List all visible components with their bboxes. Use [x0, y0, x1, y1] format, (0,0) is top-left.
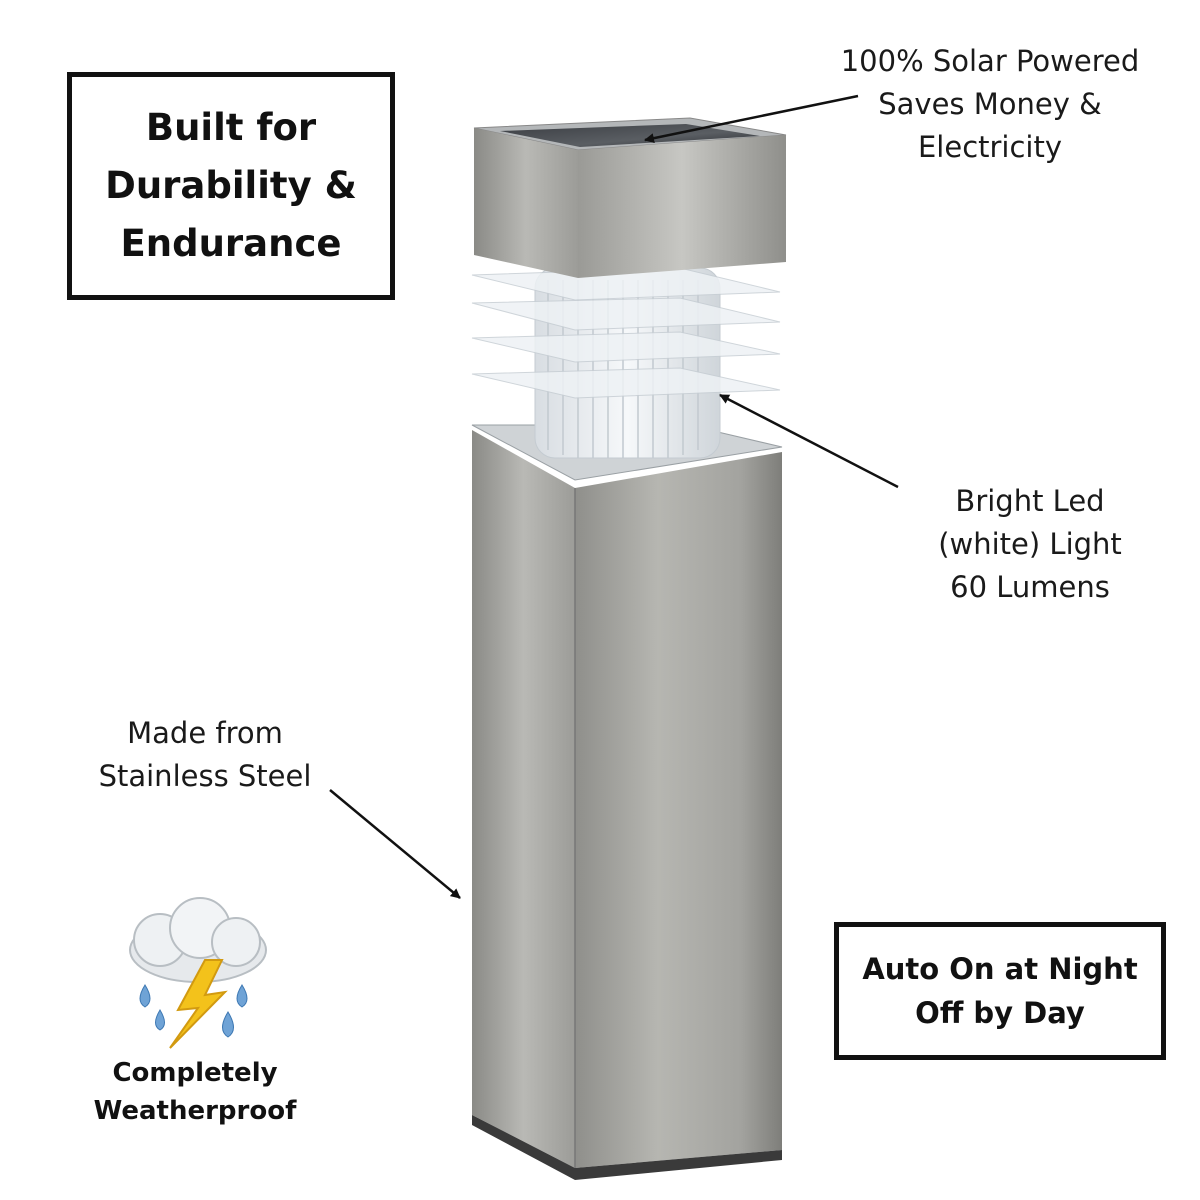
solar-callout: 100% Solar Powered Saves Money & Electri… — [820, 40, 1160, 169]
weather-line-2: Weatherproof — [93, 1096, 297, 1126]
led-callout: Bright Led (white) Light 60 Lumens — [880, 480, 1180, 609]
steel-arrow — [329, 789, 461, 899]
auto-line-2: Off by Day — [915, 996, 1085, 1030]
durability-box: Built for Durability & Endurance — [67, 72, 395, 300]
led-line-2: (white) Light — [938, 527, 1122, 561]
durability-line-2: Durability & — [105, 164, 357, 207]
steel-line-2: Stainless Steel — [98, 759, 312, 793]
weatherproof-caption: Completely Weatherproof — [70, 1054, 320, 1130]
solar-line-1: 100% Solar Powered — [840, 44, 1140, 78]
solar-line-3: Electricity — [917, 130, 1063, 164]
led-arrow — [719, 393, 899, 489]
led-line-3: 60 Lumens — [950, 570, 1110, 604]
auto-line-1: Auto On at Night — [862, 952, 1138, 986]
led-line-1: Bright Led — [955, 484, 1105, 518]
steel-line-1: Made from — [127, 716, 283, 750]
solar-cap — [473, 117, 787, 278]
bollard-post — [471, 424, 783, 1180]
durability-line-1: Built for — [145, 106, 317, 149]
solar-arrow — [644, 94, 859, 144]
solar-line-2: Saves Money & — [878, 87, 1102, 121]
weather-line-1: Completely — [112, 1058, 278, 1088]
storm-cloud-icon — [129, 897, 267, 1049]
auto-on-box: Auto On at Night Off by Day — [834, 922, 1166, 1060]
led-diffuser — [471, 267, 781, 459]
durability-line-3: Endurance — [120, 222, 342, 265]
steel-callout: Made from Stainless Steel — [70, 712, 340, 798]
